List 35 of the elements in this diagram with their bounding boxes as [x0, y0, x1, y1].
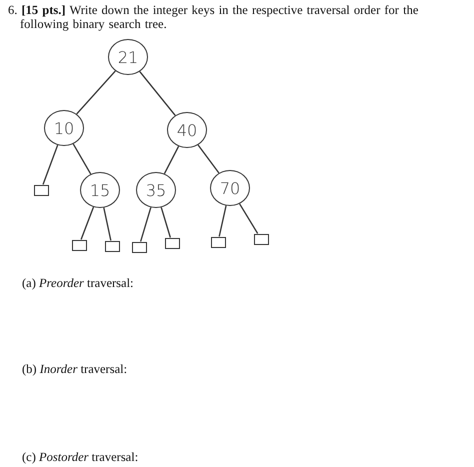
tree-node-circle [210, 170, 250, 206]
node-key: 10 [54, 118, 74, 138]
prompt-text: (c) Postorder traversal: [22, 450, 138, 465]
leaf-box [34, 184, 48, 196]
tree-edge [80, 206, 94, 240]
node-key: 35 [146, 180, 166, 200]
node-key: 15 [90, 180, 110, 200]
tree-node-circle [108, 39, 148, 75]
question-text: 6. [15 pts.] Write down the integer keys in the respective traversal order for the following binary search tree. [8, 3, 420, 31]
tree-node-circle [44, 110, 84, 146]
tree-node-circle [167, 112, 207, 148]
tree-edge [160, 207, 171, 238]
tree-edge [140, 207, 152, 242]
tree-edge [42, 144, 58, 185]
tree-edge [239, 203, 258, 234]
tree-edge [72, 144, 92, 174]
prompt-text: (b) Inorder traversal: [22, 362, 128, 377]
tree-node-circle [80, 172, 120, 208]
leaf-box [164, 238, 180, 248]
prompt-text: (a) Preorder traversal: [22, 276, 134, 291]
tree-edge [218, 206, 227, 237]
tree-node-circle [136, 172, 176, 208]
node-key: 21 [118, 48, 138, 66]
node-key: 40 [176, 120, 198, 140]
tree-edge [198, 144, 220, 174]
leaf-box [72, 240, 86, 250]
tree-edge [164, 146, 180, 174]
leaf-box [254, 234, 268, 244]
leaf-box [132, 242, 146, 252]
tree-edge [139, 71, 176, 116]
leaf-box [210, 236, 226, 248]
leaf-box [104, 240, 120, 252]
node-key: 70 [220, 178, 240, 198]
tree-edge [76, 70, 116, 114]
tree-edge [103, 208, 112, 241]
